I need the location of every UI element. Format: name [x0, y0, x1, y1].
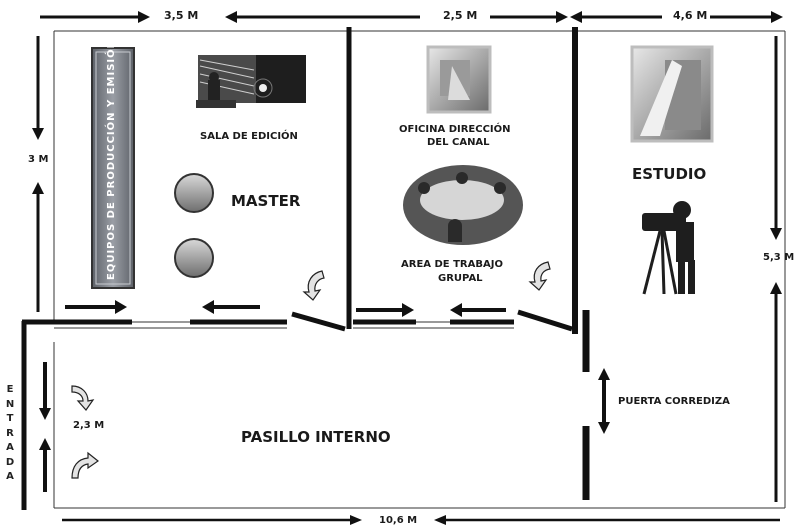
- studio-photo-icon: [426, 45, 492, 114]
- meeting-table-icon: [403, 165, 523, 245]
- dimension-bottom-width: 10,6 M: [379, 515, 418, 526]
- round-button-icon: [174, 173, 214, 213]
- camera-operator-icon: [642, 201, 695, 295]
- control-console-icon: [196, 55, 306, 108]
- equipment-rack-label: EQUIPOS DE PRODUCCIÓN Y EMISIÓN: [106, 38, 117, 280]
- group-work-label-line1: AREA DE TRABAJO: [401, 259, 503, 270]
- partition-lines: [54, 321, 514, 329]
- dimension-arrows: [32, 11, 783, 525]
- dimension-left-height: 3 M: [28, 154, 49, 165]
- hallway-label: PASILLO INTERNO: [241, 428, 391, 446]
- curved-arrow-icon: [302, 270, 325, 301]
- director-office-label-line2: DEL CANAL: [427, 137, 490, 148]
- curved-arrow-icon: [71, 385, 95, 411]
- dimension-top-left: 3,5 M: [164, 9, 199, 22]
- curved-arrow-icon: [528, 261, 551, 291]
- dimension-top-right: 4,6 M: [673, 9, 708, 22]
- round-button-icon: [174, 238, 214, 278]
- entrance-label: ENTRADA: [5, 384, 15, 482]
- flow-arrows: [39, 300, 610, 492]
- dimension-top-middle: 2,5 M: [443, 9, 478, 22]
- equipment-rack: [91, 47, 135, 289]
- master-label: MASTER: [231, 192, 301, 210]
- group-work-label-line2: GRUPAL: [438, 273, 483, 284]
- director-office-label-line1: OFICINA DIRECCIÓN: [399, 124, 511, 135]
- sliding-door-label: PUERTA CORREDIZA: [618, 396, 730, 407]
- dimension-entrance-width: 2,3 M: [73, 420, 105, 431]
- editing-room-label: SALA DE EDICIÓN: [200, 131, 298, 142]
- studio-label: ESTUDIO: [632, 165, 707, 183]
- studio-photo-icon: [630, 45, 714, 143]
- outer-boundary: [53, 30, 786, 509]
- walls: [21, 27, 590, 510]
- curved-arrow-icon: [71, 451, 100, 479]
- dimension-right-height: 5,3 M: [763, 252, 795, 263]
